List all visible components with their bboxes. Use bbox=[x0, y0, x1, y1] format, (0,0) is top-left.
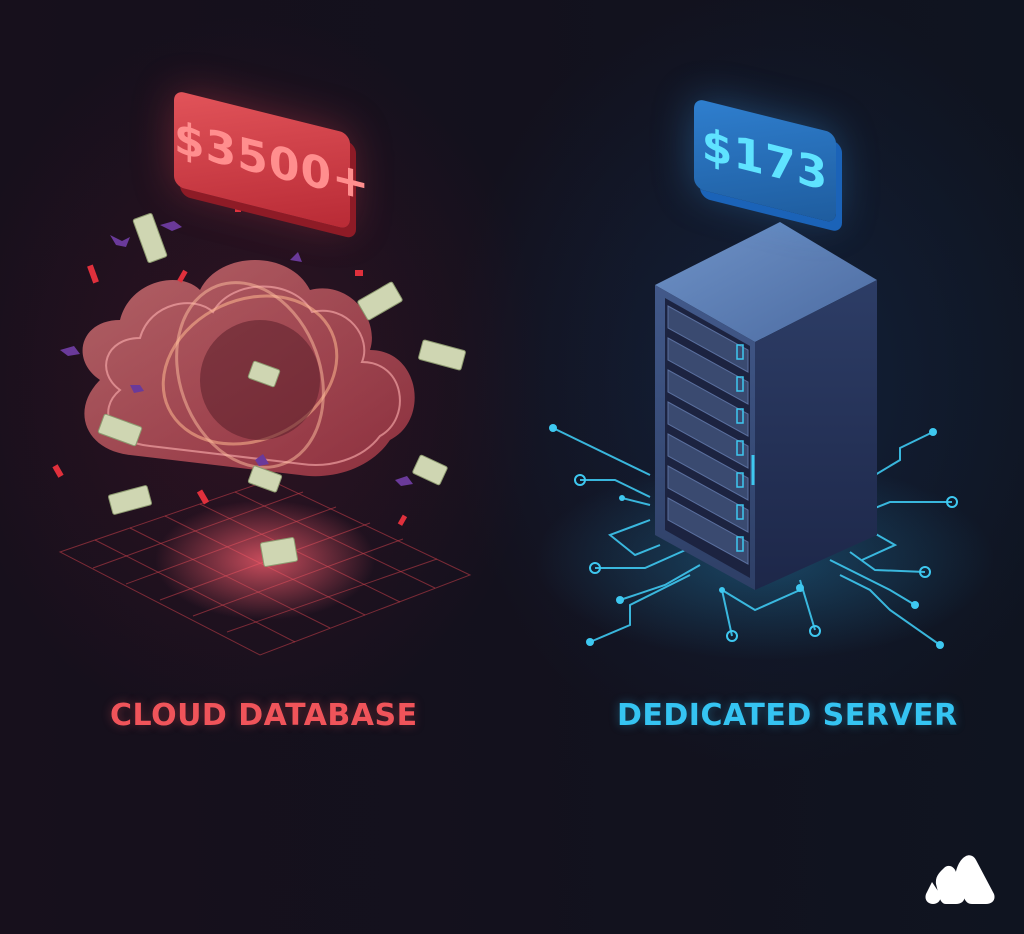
server-unit-leds bbox=[736, 344, 744, 552]
circuit-rings bbox=[574, 474, 958, 642]
cloud-illustration bbox=[52, 208, 472, 656]
server-illustration bbox=[535, 222, 995, 660]
dedicated-server-label: DEDICATED SERVER bbox=[617, 698, 958, 733]
dedicated-server-panel: $173 DEDICATED SERVER bbox=[512, 0, 1024, 934]
cloud-database-panel: $3500+ CLOUD DATABASE bbox=[52, 90, 472, 733]
server-units bbox=[667, 305, 749, 565]
brand-logo-icon bbox=[925, 855, 995, 904]
cloud-database-label: CLOUD DATABASE bbox=[110, 698, 418, 733]
circuit-nodes bbox=[549, 424, 944, 649]
bats bbox=[60, 221, 413, 486]
server-rack-icon bbox=[655, 222, 877, 590]
confetti bbox=[52, 208, 408, 526]
money-bills bbox=[97, 213, 466, 567]
circuit-traces bbox=[552, 427, 952, 646]
